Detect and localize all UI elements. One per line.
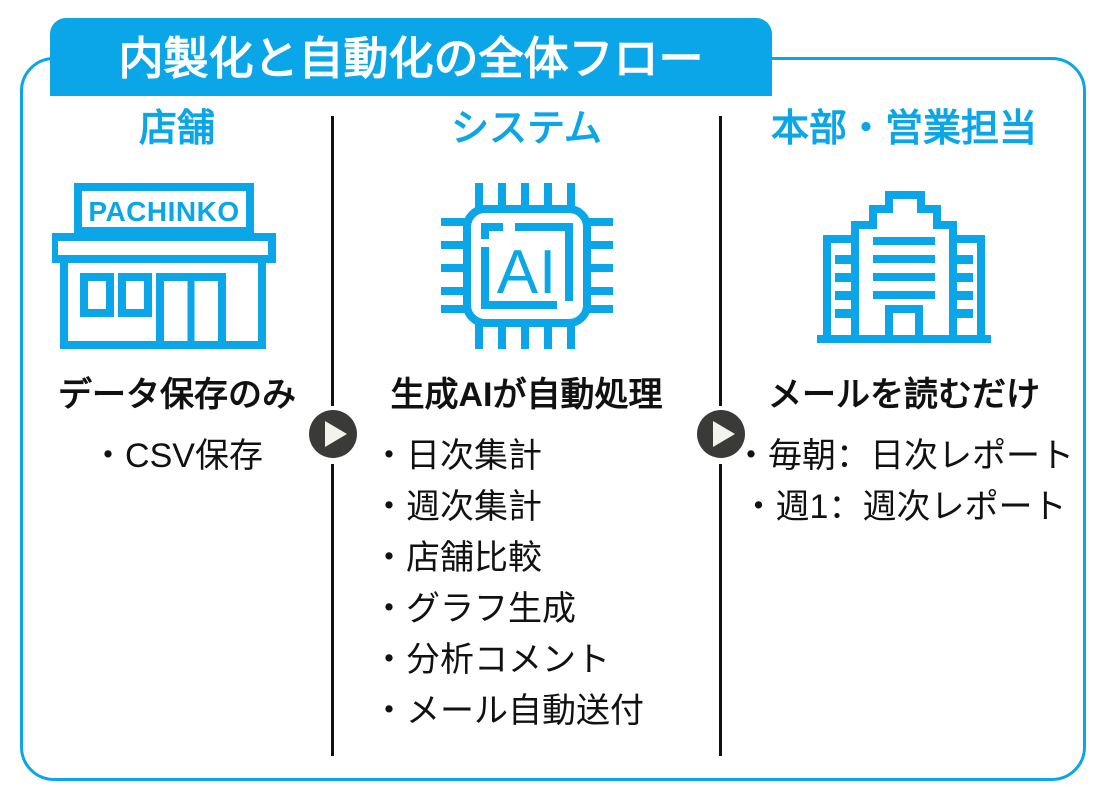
office-building-icon-wrap — [722, 166, 1086, 366]
step-label-headquarters: メールを読むだけ — [768, 376, 1040, 414]
step-row-headquarters: メールを読むだけ — [722, 372, 1086, 418]
column-heading-store: 店舗 — [138, 108, 215, 150]
arrow-system-to-hq-icon — [697, 410, 745, 458]
pachinko-store-icon: PACHINKO — [52, 183, 276, 349]
column-headquarters: 本部・営業担当 — [722, 110, 1086, 780]
list-item: ・CSV保存 — [91, 437, 263, 475]
list-item: ・グラフ生成 — [372, 590, 576, 628]
list-item: ・日次集計 — [372, 437, 542, 475]
title-ribbon: 内製化と自動化の全体フロー — [50, 18, 772, 96]
column-divider-1-bottom — [331, 464, 334, 756]
ai-chip-icon-wrap: AI — [334, 166, 719, 366]
svg-text:PACHINKO: PACHINKO — [88, 196, 239, 227]
list-item: ・分析コメント — [372, 641, 610, 679]
step-label-system: 生成AIが自動処理 — [390, 376, 663, 414]
list-item: ・店舗比較 — [372, 539, 542, 577]
page-title: 内製化と自動化の全体フロー — [118, 32, 704, 84]
diagram-card — [20, 57, 1086, 781]
column-divider-1-top — [331, 116, 334, 406]
play-triangle-icon — [713, 421, 735, 447]
arrow-store-to-system-icon — [309, 410, 357, 458]
column-divider-2-bottom — [719, 464, 722, 756]
bullet-list-system: ・日次集計 ・週次集計 ・店舗比較 ・グラフ生成 ・分析コメント ・メール自動送… — [334, 432, 719, 736]
column-divider-2-top — [719, 116, 722, 406]
play-triangle-icon — [325, 421, 347, 447]
list-item: ・週次集計 — [372, 488, 542, 526]
column-system: システム — [334, 110, 719, 780]
list-item: ・週1：週次レポート — [741, 488, 1067, 526]
ai-chip-icon: AI — [440, 183, 613, 349]
step-label-store: データ保存のみ — [58, 376, 296, 414]
bullet-list-store: ・CSV保存 — [23, 432, 331, 481]
list-item: ・メール自動送付 — [372, 692, 644, 730]
column-heading-headquarters: 本部・営業担当 — [770, 108, 1037, 150]
step-row-store: データ保存のみ — [23, 372, 331, 418]
column-store: 店舗 PACHINKO データ保存のみ ・ — [23, 110, 331, 780]
office-building-icon — [817, 191, 991, 343]
pachinko-store-icon-wrap: PACHINKO — [23, 166, 331, 366]
column-heading-system: システム — [451, 108, 602, 150]
svg-text:AI: AI — [496, 238, 557, 307]
list-item: ・毎朝：日次レポート — [734, 437, 1074, 475]
bullet-list-headquarters: ・毎朝：日次レポート ・週1：週次レポート — [722, 432, 1086, 532]
step-row-system: 生成AIが自動処理 — [334, 372, 719, 418]
